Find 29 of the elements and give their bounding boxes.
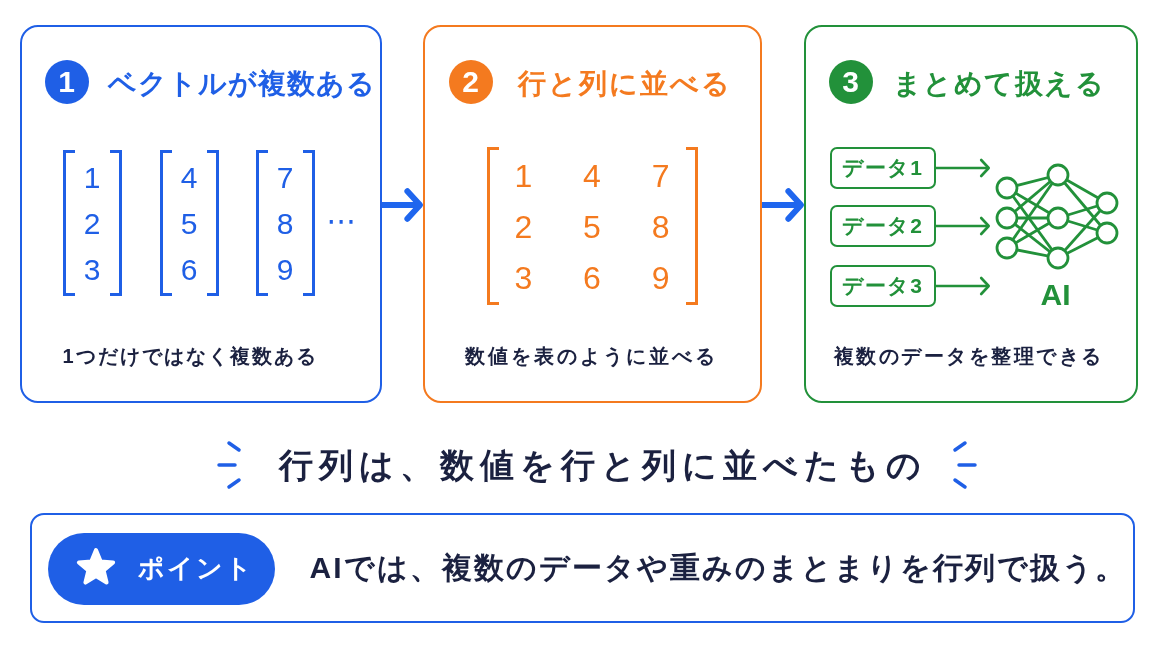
panel-heading: ベクトルが複数ある — [107, 66, 376, 101]
summary-text: 行列は、数値を行と列に並べたもの — [279, 444, 927, 486]
panel-caption: 数値を表のように並べる — [464, 343, 718, 368]
column-vector: 1 2 3 — [62, 149, 122, 296]
panel-caption: 複数のデータを整理できる — [833, 343, 1104, 368]
step-panel — [804, 25, 1138, 403]
pill-label: ポイント — [137, 552, 254, 585]
panel-heading: まとめて扱える — [892, 66, 1105, 101]
column-vector: 7 8 9 — [255, 149, 315, 296]
point-text: AIでは、複数のデータや重みのまとまりを行列で扱う。 — [309, 549, 1127, 586]
arrow — [936, 216, 990, 236]
step-number-circle: 1 — [44, 59, 89, 104]
arrow — [762, 188, 804, 222]
arrow — [936, 158, 990, 178]
data-box: データ3 — [829, 264, 936, 307]
panel-caption: 1つだけではなく複数ある — [62, 343, 318, 368]
step-panel — [423, 25, 762, 403]
point-panel — [30, 513, 1135, 623]
step-panel — [20, 25, 382, 403]
data-box: データ2 — [829, 204, 936, 247]
ellipsis: ⋯ — [326, 202, 357, 239]
arrow — [936, 276, 990, 296]
step-number-circle: 3 — [828, 59, 873, 104]
matrix: 1 4 7 2 5 8 3 6 9 — [486, 146, 698, 305]
column-vector: 4 5 6 — [159, 149, 219, 296]
panel-heading: 行と列に並べる — [517, 66, 732, 101]
arrow — [382, 188, 423, 222]
step-number-circle: 2 — [448, 59, 493, 104]
data-box: データ1 — [829, 146, 936, 189]
